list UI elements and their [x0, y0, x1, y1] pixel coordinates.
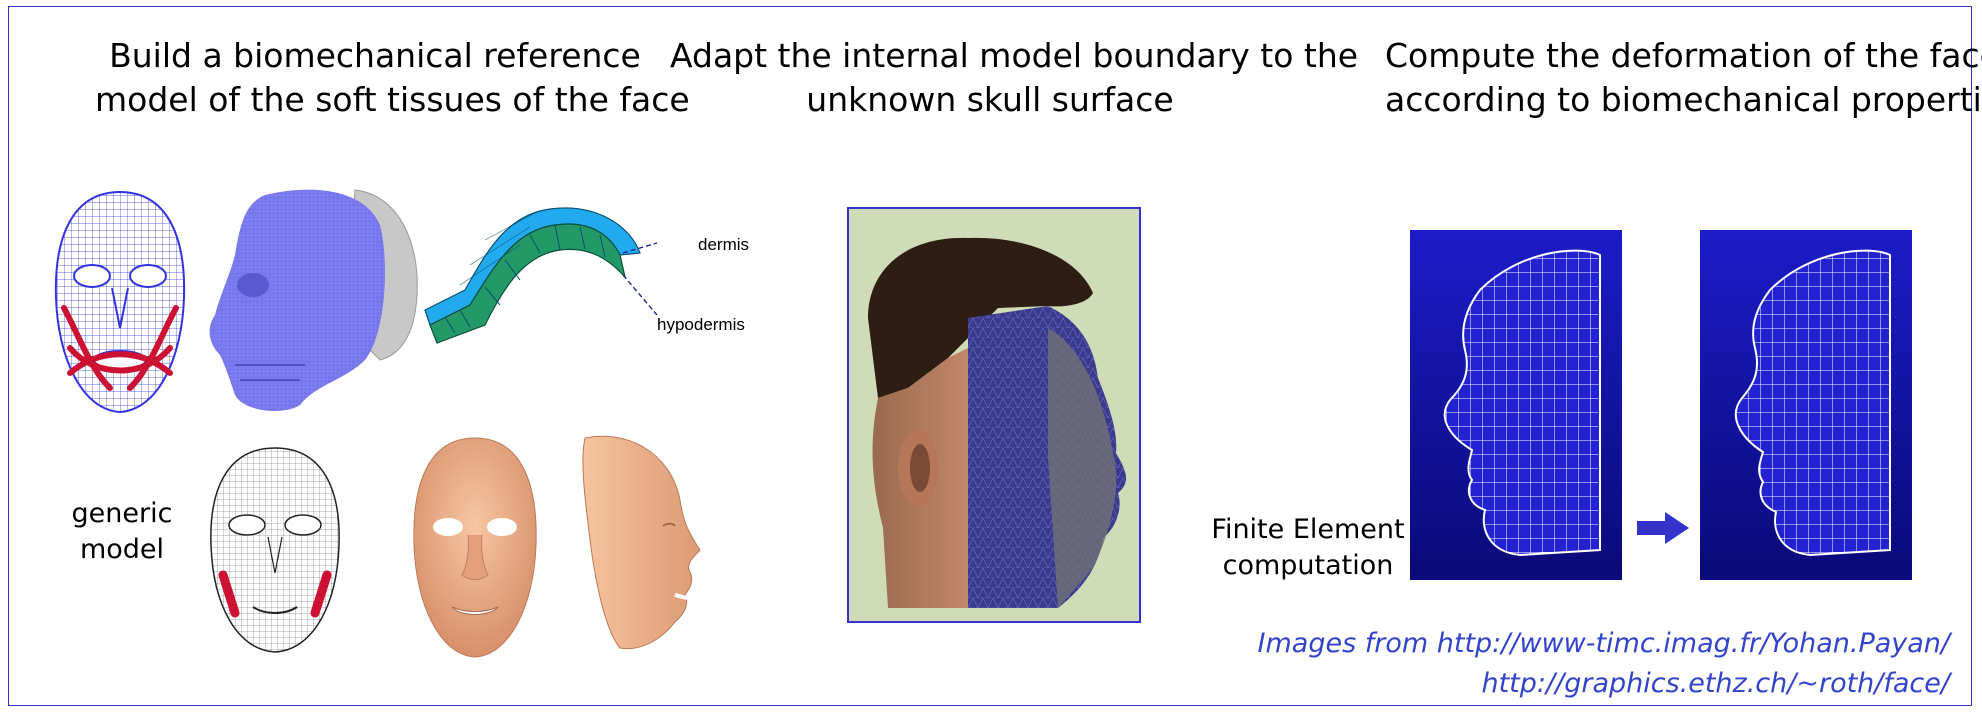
image-credit-line1[interactable]: Images from http://www-timc.imag.fr/Yoha…	[1258, 628, 1950, 659]
heading-compute-deformation: Compute the deformation of the face acco…	[1385, 34, 1965, 122]
heading-adapt-line2: unknown skull surface	[670, 78, 1310, 122]
deformation-arrow-icon	[1637, 512, 1689, 544]
wireframe-face-muscles-image	[50, 188, 190, 416]
heading-compute-line2: according to biomechanical properties	[1385, 78, 1965, 122]
fe-mesh-before-image	[1410, 230, 1622, 580]
heading-build-line1: Build a biomechanical reference	[95, 34, 655, 78]
heading-adapt-line1: Adapt the internal model boundary to the	[670, 34, 1310, 78]
fe-computation-label: Finite Element computation	[1208, 512, 1408, 584]
image-credit-line2[interactable]: http://graphics.ethz.ch/~roth/face/	[1481, 668, 1950, 699]
generic-wireframe-mask-image	[205, 445, 345, 655]
hypodermis-label: hypodermis	[657, 315, 745, 335]
heading-adapt-boundary: Adapt the internal model boundary to the…	[670, 34, 1310, 122]
generic-model-line1: generic	[62, 496, 182, 532]
fe-mesh-after-image	[1700, 230, 1912, 580]
dermis-label: dermis	[698, 235, 749, 255]
fe-computation-line1: Finite Element	[1208, 512, 1408, 548]
heading-compute-line1: Compute the deformation of the face	[1385, 34, 1965, 78]
heading-build-line2: model of the soft tissues of the face	[95, 78, 655, 122]
generic-model-line2: model	[62, 532, 182, 568]
skull-mesh-image	[205, 185, 420, 415]
generic-model-label: generic model	[62, 496, 182, 568]
shaded-face-front-image	[410, 435, 540, 660]
fe-computation-line2: computation	[1208, 548, 1408, 584]
tissue-layers-image	[425, 205, 665, 345]
shaded-face-profile-image	[575, 430, 710, 655]
heading-build-model: Build a biomechanical reference model of…	[95, 34, 655, 122]
head-adaptation-image	[848, 208, 1140, 622]
